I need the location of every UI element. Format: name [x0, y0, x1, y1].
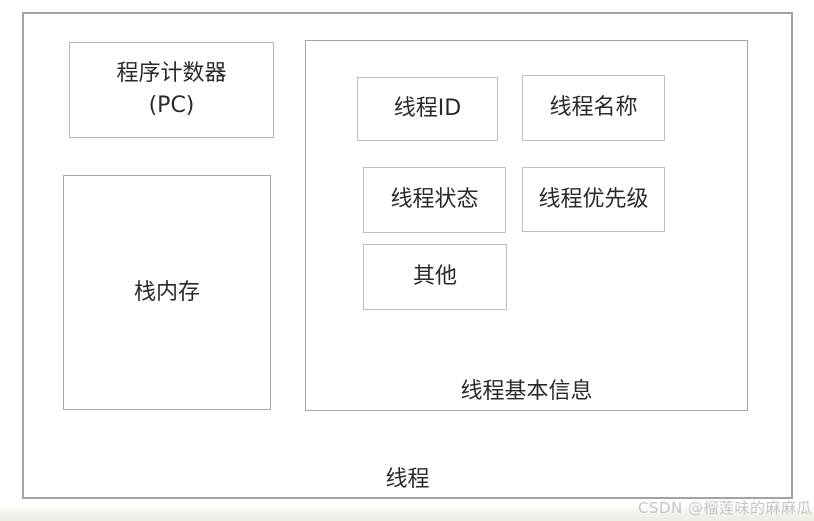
thread-state-box: 线程状态 — [363, 167, 506, 233]
thread-info-group-label: 线程基本信息 — [460, 379, 593, 404]
thread-id-label: 线程ID — [393, 96, 462, 121]
thread-other-label: 其他 — [412, 264, 457, 289]
program-counter-label-line2: (PC) — [148, 93, 195, 118]
stack-memory-box: 栈内存 — [63, 175, 271, 410]
thread-state-label: 线程状态 — [390, 187, 479, 212]
thread-name-box: 线程名称 — [522, 75, 665, 141]
thread-other-box: 其他 — [363, 244, 507, 310]
csdn-watermark: CSDN @榴莲味的麻麻瓜 — [637, 499, 812, 517]
thread-label: 线程 — [385, 467, 430, 492]
stack-memory-label: 栈内存 — [133, 279, 200, 305]
thread-id-box: 线程ID — [357, 77, 498, 141]
thread-name-label: 线程名称 — [549, 95, 638, 120]
thread-info-group-box: 线程ID 线程名称 线程状态 线程优先级 其他 线程基本信息 — [305, 40, 748, 411]
page-bottom-edge — [0, 505, 814, 521]
program-counter-label-line1: 程序计数器 — [116, 61, 227, 86]
program-counter-box: 程序计数器 (PC) — [69, 42, 274, 138]
thread-container-box: 程序计数器 (PC) 栈内存 线程ID 线程名称 线程状态 线程优先级 其他 线… — [22, 12, 793, 499]
thread-priority-label: 线程优先级 — [538, 186, 649, 212]
thread-priority-box: 线程优先级 — [522, 167, 665, 232]
